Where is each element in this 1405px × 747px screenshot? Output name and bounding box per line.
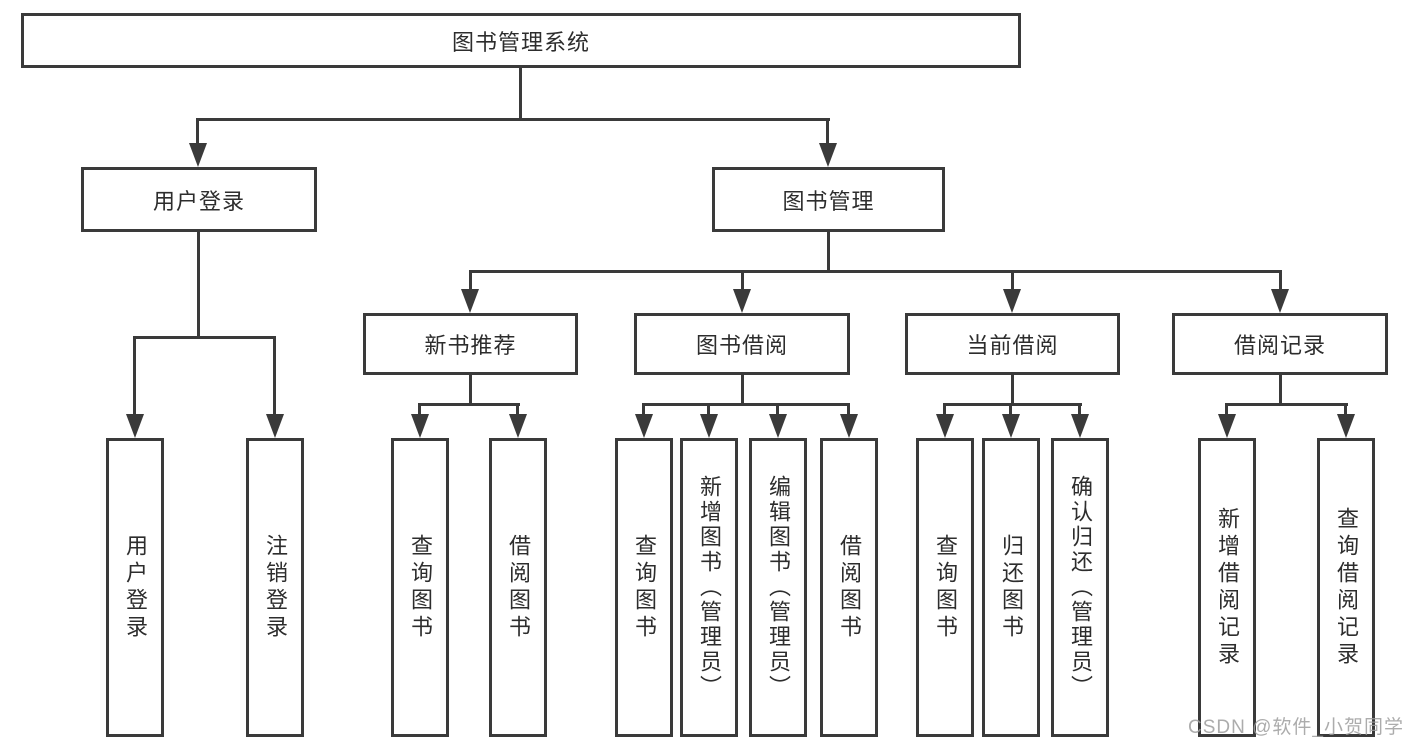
connector-line xyxy=(1011,375,1014,406)
arrowhead-down-icon xyxy=(266,414,284,438)
arrowhead-down-icon xyxy=(819,143,837,167)
leaf-user-login: 用户登录 xyxy=(106,438,164,737)
connector-line xyxy=(642,403,645,417)
leaf-query-borrow-record: 查询借阅记录 xyxy=(1317,438,1375,737)
connector-line xyxy=(1225,403,1348,406)
arrowhead-down-icon xyxy=(411,414,429,438)
connector-line xyxy=(943,403,1082,406)
connector-line xyxy=(826,118,829,146)
connector-line xyxy=(776,403,779,417)
connector-line xyxy=(642,403,850,406)
arrowhead-down-icon xyxy=(840,414,858,438)
leaf-borrow-book-1: 借阅图书 xyxy=(489,438,547,737)
connector-line xyxy=(1279,375,1282,406)
arrowhead-down-icon xyxy=(1337,414,1355,438)
arrowhead-down-icon xyxy=(1071,414,1089,438)
connector-line xyxy=(469,270,1282,273)
arrowhead-down-icon xyxy=(1218,414,1236,438)
arrowhead-down-icon xyxy=(700,414,718,438)
watermark: CSDN @软件_小贺同学 xyxy=(1188,717,1404,738)
connector-line xyxy=(741,270,744,290)
connector-line xyxy=(707,403,710,417)
arrowhead-down-icon xyxy=(1003,289,1021,313)
leaf-query-book-2: 查询图书 xyxy=(615,438,673,737)
arrowhead-down-icon xyxy=(461,289,479,313)
leaf-logout: 注销登录 xyxy=(246,438,304,737)
arrowhead-down-icon xyxy=(1271,289,1289,313)
node-book-mgmt: 图书管理 xyxy=(712,167,945,232)
leaf-query-book-3: 查询图书 xyxy=(916,438,974,737)
connector-line xyxy=(1009,403,1012,417)
connector-line xyxy=(827,232,830,273)
leaf-edit-book: 编辑图书（管理员） xyxy=(749,438,807,737)
node-current-borrow: 当前借阅 xyxy=(905,313,1120,375)
connector-line xyxy=(516,403,519,417)
leaf-borrow-book-2: 借阅图书 xyxy=(820,438,878,737)
connector-line xyxy=(133,336,276,339)
connector-line xyxy=(519,68,522,118)
connector-line xyxy=(418,403,520,406)
connector-line xyxy=(847,403,850,417)
connector-line xyxy=(273,339,276,417)
leaf-add-borrow-record: 新增借阅记录 xyxy=(1198,438,1256,737)
leaf-confirm-return: 确认归还（管理员） xyxy=(1051,438,1109,737)
node-user-login: 用户登录 xyxy=(81,167,317,232)
connector-line xyxy=(469,375,472,406)
leaf-query-book-1: 查询图书 xyxy=(391,438,449,737)
connector-line xyxy=(196,118,199,146)
connector-line xyxy=(1344,403,1347,417)
connector-line xyxy=(1279,270,1282,290)
connector-line xyxy=(197,232,200,339)
connector-line xyxy=(196,118,830,121)
arrowhead-down-icon xyxy=(769,414,787,438)
arrowhead-down-icon xyxy=(126,414,144,438)
connector-line xyxy=(469,270,472,290)
connector-line xyxy=(1078,403,1081,417)
leaf-add-book: 新增图书（管理员） xyxy=(680,438,738,737)
arrowhead-down-icon xyxy=(936,414,954,438)
connector-line xyxy=(418,403,421,417)
arrowhead-down-icon xyxy=(1002,414,1020,438)
connector-line xyxy=(133,339,136,417)
arrowhead-down-icon xyxy=(733,289,751,313)
node-root: 图书管理系统 xyxy=(21,13,1021,68)
connector-line xyxy=(1225,403,1228,417)
connector-line xyxy=(1011,270,1014,290)
node-new-book-rec: 新书推荐 xyxy=(363,313,578,375)
arrowhead-down-icon xyxy=(635,414,653,438)
leaf-return-book: 归还图书 xyxy=(982,438,1040,737)
node-book-borrow: 图书借阅 xyxy=(634,313,850,375)
node-borrow-record: 借阅记录 xyxy=(1172,313,1388,375)
connector-line xyxy=(943,403,946,417)
arrowhead-down-icon xyxy=(189,143,207,167)
arrowhead-down-icon xyxy=(509,414,527,438)
connector-line xyxy=(741,375,744,406)
